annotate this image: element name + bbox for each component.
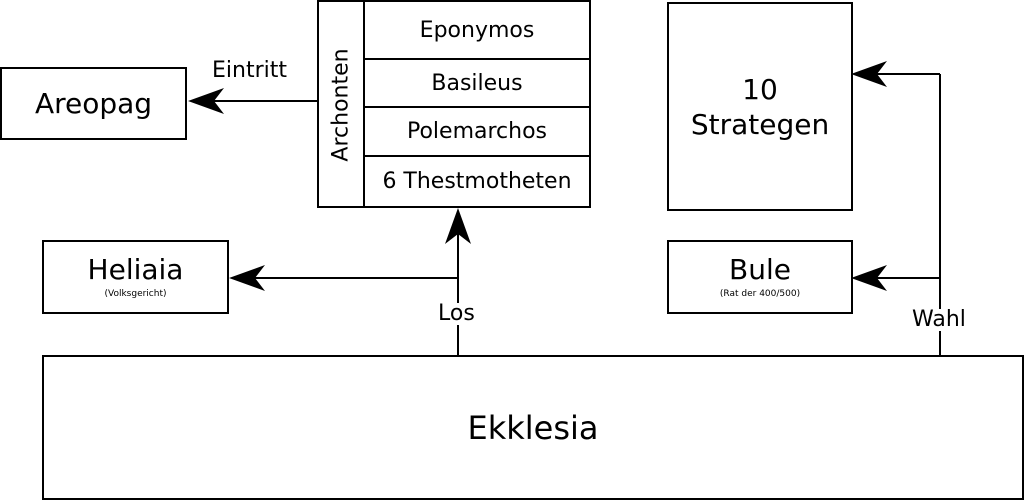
- bule-subtitle: (Rat der 400/500): [719, 288, 801, 299]
- archon-thesmotheten: 6 Thestmotheten: [365, 157, 589, 206]
- archon-basileus: Basileus: [365, 60, 589, 108]
- bule-title: Bule: [729, 253, 791, 287]
- ekklesia-label: Ekklesia: [467, 408, 599, 447]
- archon-eponymos: Eponymos: [365, 2, 589, 60]
- areopag-label: Areopag: [34, 87, 153, 120]
- archon-basileus-label: Basileus: [431, 70, 523, 96]
- archon-thesmotheten-label: 6 Thestmotheten: [382, 169, 572, 194]
- strategen-box: 10 Strategen: [667, 2, 853, 211]
- edge-label-wahl: Wahl: [909, 309, 969, 331]
- strategen-count: 10: [742, 72, 778, 106]
- archonten-side-column: Archonten: [319, 2, 365, 206]
- archonten-label: Archonten: [328, 48, 354, 162]
- archonten-members: Eponymos Basileus Polemarchos 6 Thestmot…: [365, 2, 589, 206]
- archon-eponymos-label: Eponymos: [419, 17, 535, 43]
- ekklesia-box: Ekklesia: [42, 355, 1024, 500]
- areopag-box: Areopag: [0, 67, 187, 140]
- arrowhead-strategen: [851, 61, 887, 87]
- arrowhead-areopag: [188, 88, 224, 114]
- arrowhead-archonten: [445, 208, 471, 244]
- arrowhead-bule: [851, 265, 887, 291]
- arrowhead-heliaia: [229, 265, 265, 291]
- bule-box: Bule (Rat der 400/500): [667, 240, 853, 314]
- archon-polemarchos-label: Polemarchos: [406, 119, 548, 144]
- archon-polemarchos: Polemarchos: [365, 108, 589, 157]
- heliaia-title: Heliaia: [87, 253, 184, 287]
- heliaia-subtitle: (Volksgericht): [104, 288, 167, 299]
- archonten-box: Archonten Eponymos Basileus Polemarchos …: [317, 0, 591, 208]
- heliaia-box: Heliaia (Volksgericht): [42, 240, 229, 314]
- edge-label-los: Los: [435, 303, 478, 325]
- edge-label-eintritt: Eintritt: [212, 58, 287, 83]
- strategen-label: Strategen: [690, 107, 830, 141]
